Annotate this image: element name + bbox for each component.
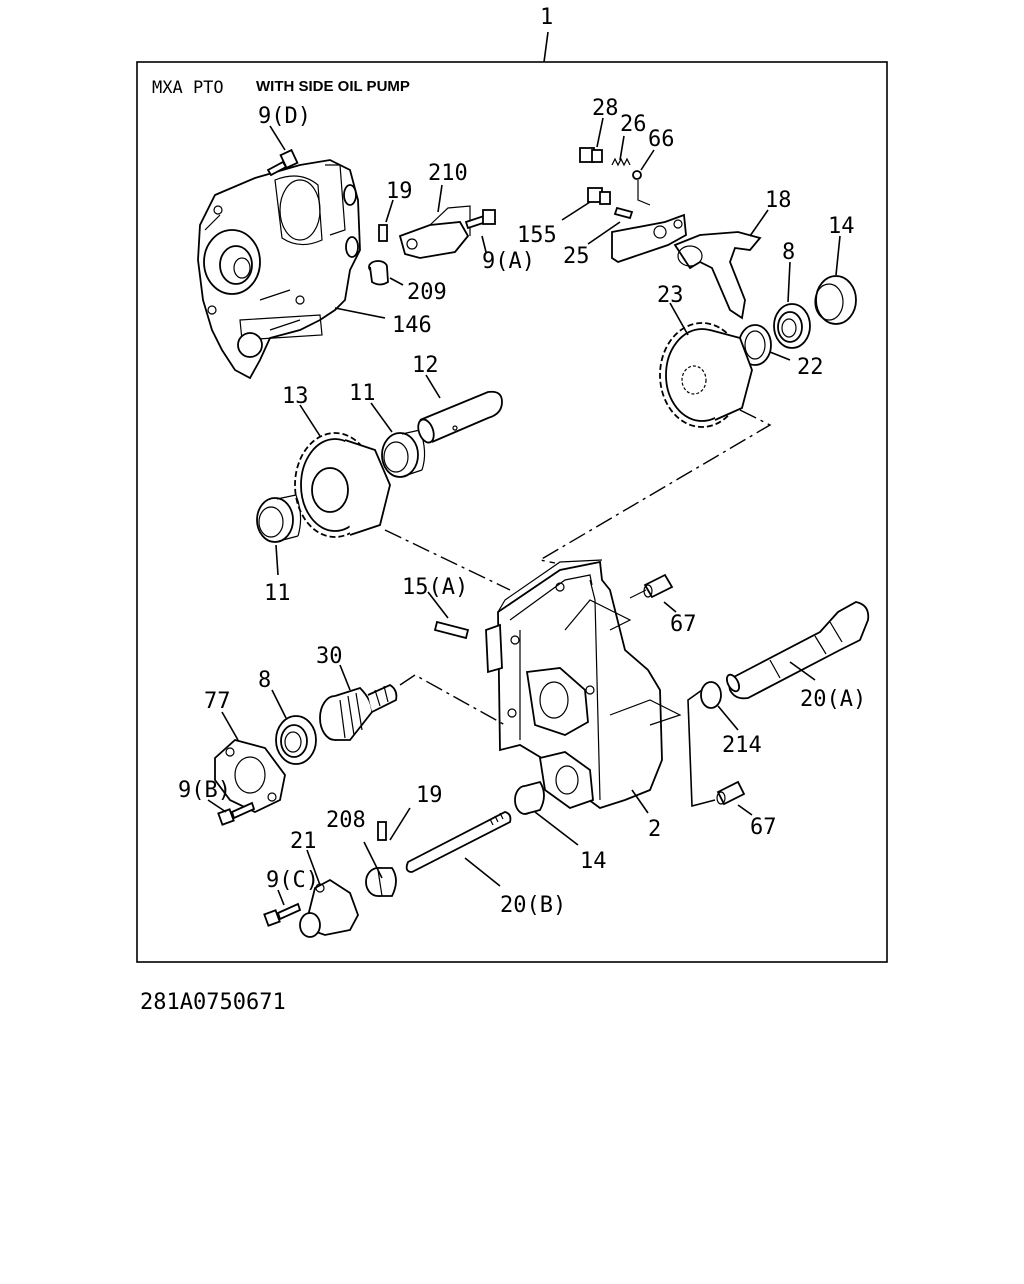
callout-28: 28 xyxy=(592,96,619,121)
callout-12: 12 xyxy=(412,353,439,378)
callout-77: 77 xyxy=(204,689,231,714)
callout-155: 155 xyxy=(517,223,557,248)
callout-11-lower: 11 xyxy=(264,581,291,606)
pin-19-part xyxy=(378,224,388,242)
needle-bearing-11-lower-part xyxy=(256,494,302,543)
bolt-9d-part xyxy=(266,148,299,177)
callout-20a: 20(A) xyxy=(800,687,866,712)
document-id: 281A0750671 xyxy=(140,990,286,1015)
assembly-callout: 1 xyxy=(540,5,553,30)
callout-8-bottom: 8 xyxy=(258,668,271,693)
cover-77-part xyxy=(214,739,286,813)
shaft-12-part xyxy=(417,390,503,444)
callout-8-top: 8 xyxy=(782,240,795,265)
callout-25: 25 xyxy=(563,244,590,269)
callout-20b: 20(B) xyxy=(500,893,566,918)
callout-13: 13 xyxy=(282,384,309,409)
o-ring-214-part xyxy=(700,681,722,709)
callout-22: 22 xyxy=(797,355,824,380)
callout-9c: 9(C) xyxy=(266,868,319,893)
shift-fork-18-part xyxy=(673,231,762,320)
spring-26-part xyxy=(611,157,631,167)
bearing-14-top-part xyxy=(814,275,857,325)
callout-209: 209 xyxy=(407,280,447,305)
gear-13-part xyxy=(294,432,391,538)
shift-block-part xyxy=(611,213,687,263)
oil-pump-part xyxy=(197,159,361,380)
gear-shaft-30-part xyxy=(319,683,398,741)
bolt-9c-part xyxy=(263,902,302,927)
callout-2: 2 xyxy=(648,817,661,842)
gear-23-part xyxy=(659,322,753,428)
callout-210: 210 xyxy=(428,161,468,186)
callout-9b: 9(B) xyxy=(178,778,231,803)
header-description: WITH SIDE OIL PUMP xyxy=(256,78,410,95)
callout-26: 26 xyxy=(620,112,647,137)
bolt-9a-part xyxy=(464,209,496,230)
callout-14-top: 14 xyxy=(828,214,855,239)
callout-23: 23 xyxy=(657,283,684,308)
callout-67-top: 67 xyxy=(670,612,697,637)
callout-11-upper: 11 xyxy=(349,381,376,406)
dowel-67-bottom-part xyxy=(716,780,746,806)
plug-155-part xyxy=(587,187,611,205)
bearing-8-bottom-part xyxy=(275,715,317,765)
needle-bearing-11-upper-part xyxy=(381,429,426,478)
callout-30: 30 xyxy=(316,644,343,669)
callout-214: 214 xyxy=(722,733,762,758)
dowel-67-top-part xyxy=(643,573,674,599)
callout-9a: 9(A) xyxy=(482,249,535,274)
bearing-8-top-part xyxy=(773,303,811,349)
callout-67-bottom: 67 xyxy=(750,815,777,840)
callout-19-bottom: 19 xyxy=(416,783,443,808)
plug-28-part xyxy=(579,147,603,163)
ball-66-part xyxy=(632,170,642,180)
pin-19-bottom-part xyxy=(377,821,387,841)
callout-14-bottom: 14 xyxy=(580,849,607,874)
diagram-frame xyxy=(136,61,888,963)
callout-18: 18 xyxy=(765,188,792,213)
shaft-20a-part xyxy=(725,601,870,700)
shaft-20b-part xyxy=(405,811,512,873)
bushing-14-bottom-part xyxy=(514,780,545,815)
cover-21-part xyxy=(299,878,359,938)
shift-arm-208-part xyxy=(365,867,397,897)
callout-19-top: 19 xyxy=(386,179,413,204)
callout-208: 208 xyxy=(326,808,366,833)
callout-146: 146 xyxy=(392,313,432,338)
pto-housing-2-part xyxy=(485,559,682,810)
cover-210-part xyxy=(398,205,471,259)
bolt-9b-part xyxy=(217,801,256,826)
callout-66: 66 xyxy=(648,127,675,152)
callout-21: 21 xyxy=(290,829,317,854)
pin-25-part xyxy=(613,206,634,220)
callout-9d: 9(D) xyxy=(258,104,311,129)
bushing-209-part xyxy=(368,260,389,286)
header-model: MXA PTO xyxy=(152,78,224,98)
callout-15a: 15(A) xyxy=(402,575,468,600)
pin-15a-part xyxy=(433,620,470,640)
